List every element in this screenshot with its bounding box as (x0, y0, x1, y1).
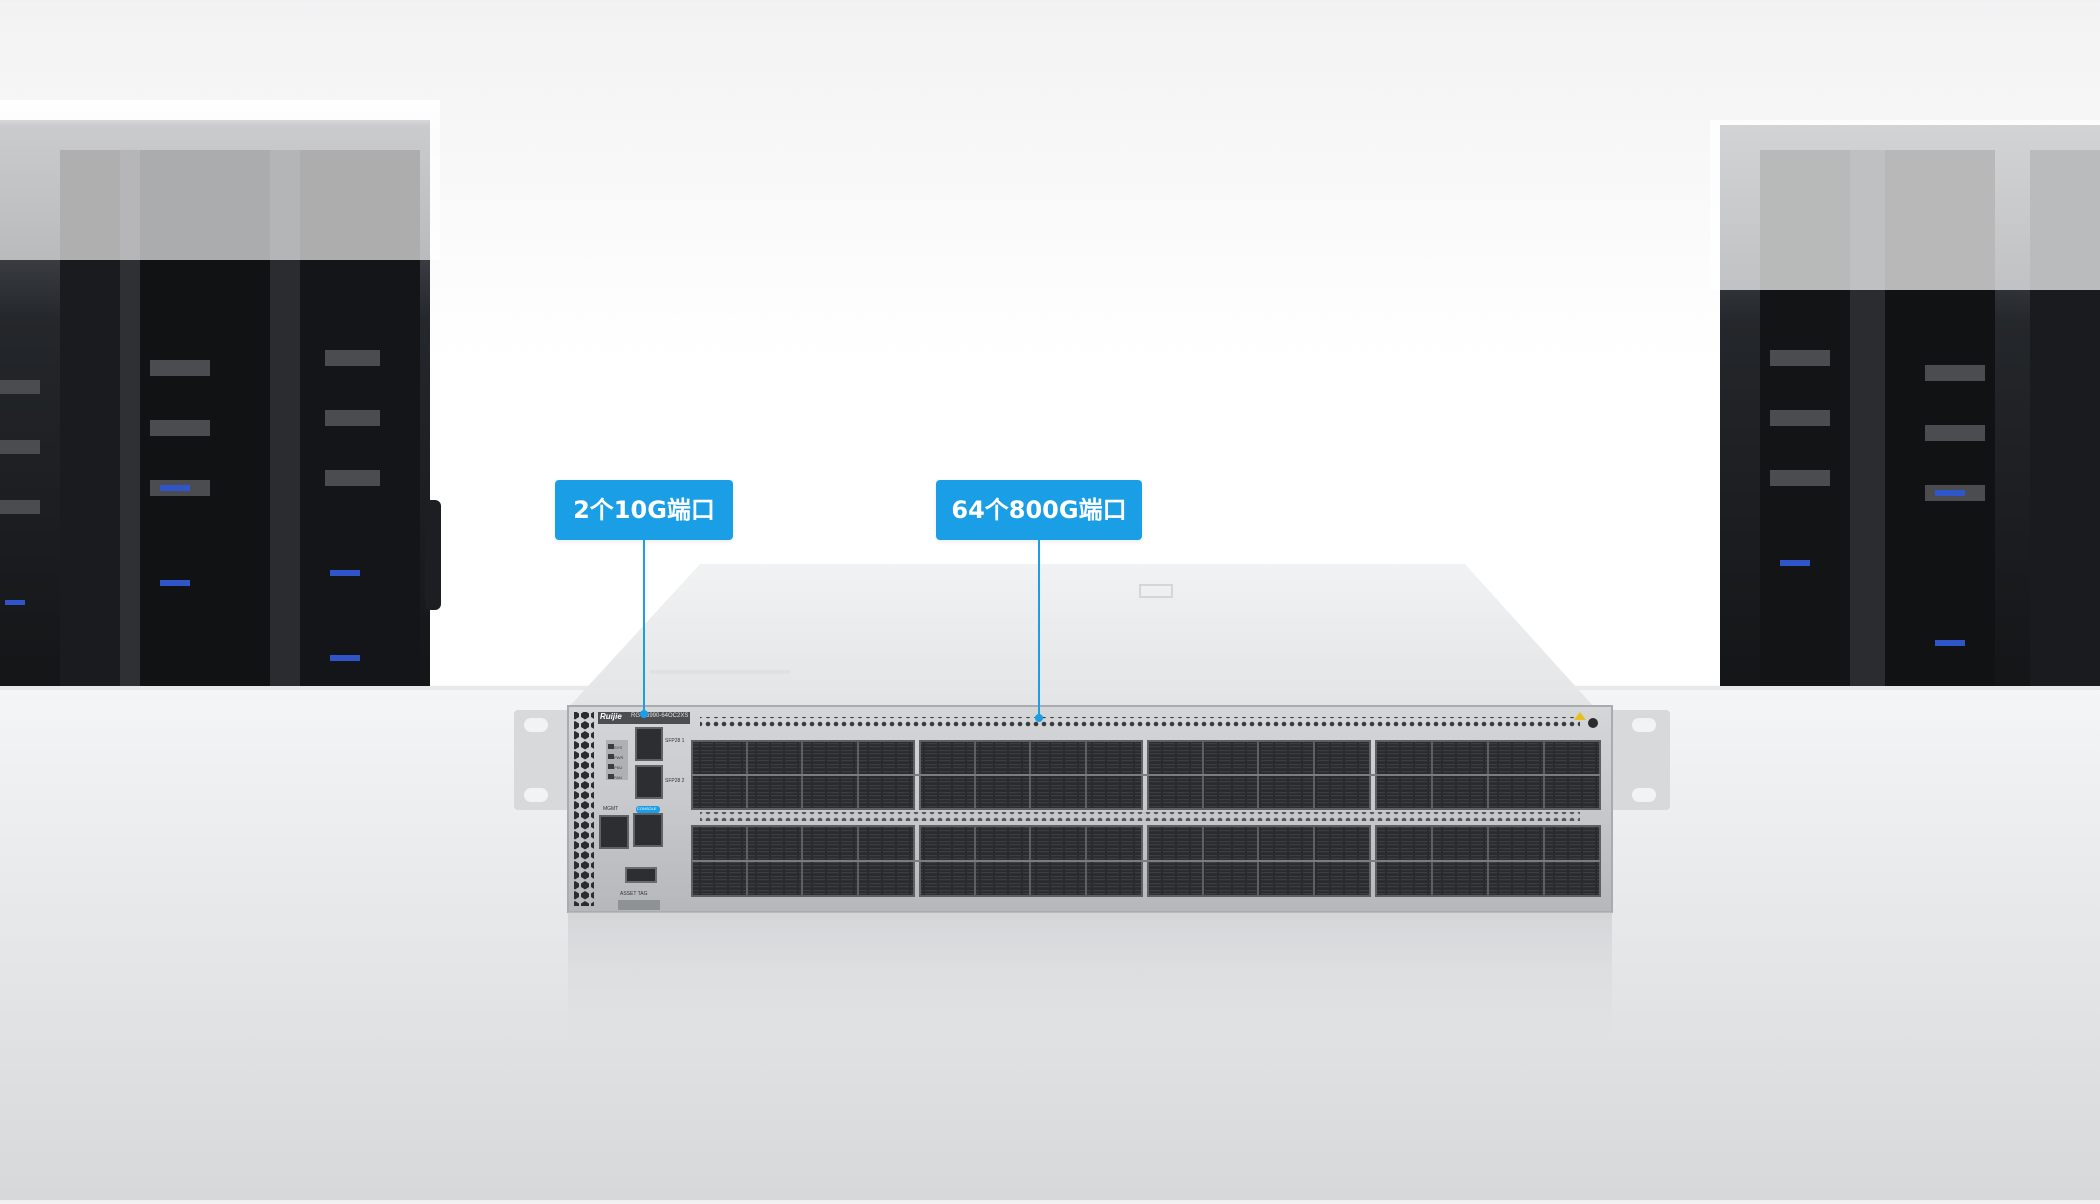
top-vent-row (700, 717, 1580, 729)
sfp-label-2: SFP28 2 (665, 778, 685, 784)
callout-10g-ports: 2个10G端口 (555, 480, 733, 540)
mgmt-port (599, 815, 629, 849)
leader-dot-800g (1035, 714, 1043, 722)
status-led-labels: SYS PWR PSU FAN (614, 743, 623, 783)
switch-reflection (568, 912, 1612, 1052)
upper-port-bank (691, 740, 1601, 810)
asset-tag-label: ASSET TAG (620, 891, 648, 897)
console-label: CONSOLE (637, 806, 657, 811)
leader-dot-10g (640, 710, 648, 718)
led-label-psu: PSU (614, 765, 623, 770)
lower-port-bank (691, 825, 1601, 897)
mgmt-label: MGMT (603, 806, 619, 812)
switch-top-cover (568, 564, 1595, 708)
callout-800g-ports: 64个800G端口 (936, 480, 1142, 540)
warning-icon (1574, 712, 1586, 720)
asset-tag-pullout (618, 900, 660, 910)
callout-800g-label: 64个800G端口 (951, 496, 1127, 524)
management-section (599, 727, 663, 910)
top-cover-tab (1139, 584, 1173, 598)
rack-ear-right (1608, 710, 1670, 810)
led-label-sys: SYS (614, 745, 623, 750)
middle-vent-row (700, 812, 1580, 821)
side-vent-strip (574, 712, 594, 906)
left-server-rack (0, 100, 441, 688)
brand-logo-text: Ruijie (600, 712, 622, 721)
locator-led-icon (1588, 718, 1598, 728)
leader-line-10g (643, 540, 645, 714)
leader-line-800g (1038, 540, 1040, 718)
sfp-label-1: SFP28 1 (665, 738, 685, 744)
led-label-pwr: PWR (614, 755, 624, 760)
usb-port (625, 867, 657, 883)
rack-ear-left (514, 710, 574, 810)
sfp28-port-2 (635, 765, 663, 799)
model-number: RG-S6990-64OC2XS (631, 713, 689, 719)
model-plate (598, 712, 690, 724)
callout-10g-label: 2个10G端口 (573, 496, 715, 524)
led-label-fan: FAN (614, 775, 622, 780)
console-port (633, 813, 663, 847)
top-cover-seam (650, 670, 790, 674)
right-server-rack (1710, 120, 2100, 688)
console-badge (636, 806, 660, 813)
sfp28-port-1 (635, 727, 663, 761)
